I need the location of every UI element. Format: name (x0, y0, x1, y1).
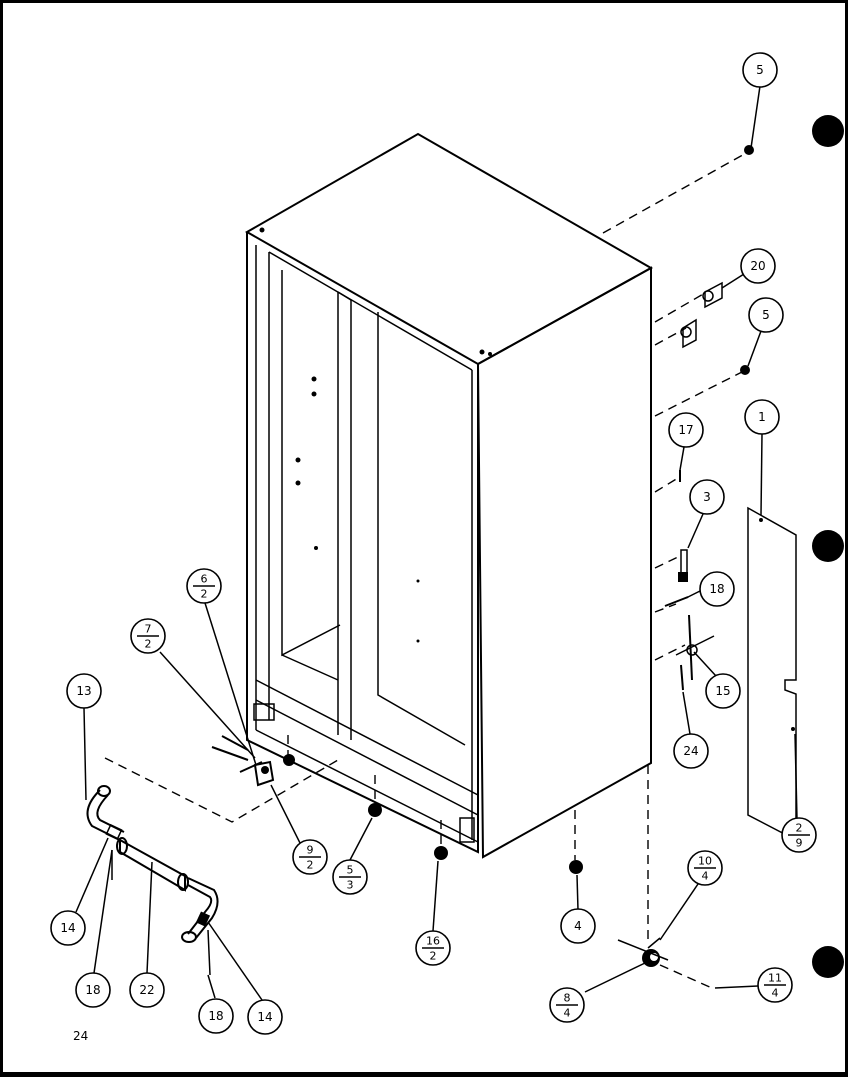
callout-c5b: 5 (748, 297, 784, 333)
callout-number: 2 (796, 822, 803, 835)
callout-quantity: 9 (796, 837, 803, 850)
callout-number: 13 (76, 684, 91, 698)
callout-number: 5 (756, 63, 764, 77)
leader-lines (75, 85, 798, 1001)
callout-number: 18 (208, 1009, 223, 1023)
callout-number: 7 (145, 623, 152, 636)
screw-part-5-upper (744, 145, 754, 155)
bracket-part-3 (678, 549, 688, 582)
callout-number: 4 (574, 919, 582, 933)
callout-number: 18 (709, 582, 724, 596)
callout-quantity: 4 (772, 987, 779, 1000)
callout-c18b: 18 (198, 998, 234, 1034)
callout-balloons: 5205171318152429104114844162539262721314… (50, 52, 817, 1035)
callout-number: 6 (201, 573, 208, 586)
callout-number: 16 (426, 935, 440, 948)
binder-hole-middle (812, 530, 844, 562)
callout-number: 9 (307, 844, 314, 857)
callout-c22: 22 (129, 972, 165, 1008)
callout-c17: 17 (668, 412, 704, 448)
callout-number: 8 (564, 992, 571, 1005)
page-number: 24 (73, 1029, 88, 1043)
callout-number: 10 (698, 855, 712, 868)
callout-number: 1 (758, 410, 766, 424)
callout-number: 5 (347, 864, 354, 877)
parts-sheet (3, 3, 845, 1072)
callout-c5_3: 53 (332, 859, 368, 895)
binder-hole-top (812, 115, 844, 147)
foot-part-5-3 (368, 803, 382, 817)
callout-c9_2: 92 (292, 839, 328, 875)
callout-c18r: 18 (699, 571, 735, 607)
callout-number: 14 (257, 1010, 272, 1024)
callout-number: 22 (139, 983, 154, 997)
callout-quantity: 2 (430, 950, 437, 963)
callout-c14a: 14 (50, 910, 86, 946)
callout-quantity: 2 (307, 859, 314, 872)
foot-part-16 (434, 846, 448, 860)
callout-number: 3 (703, 490, 711, 504)
callout-number: 17 (678, 423, 693, 437)
callout-number: 20 (750, 259, 765, 273)
callout-c6_2: 62 (186, 568, 222, 604)
callout-c11_4: 114 (757, 967, 793, 1003)
callout-number: 11 (768, 972, 782, 985)
callout-quantity: 2 (145, 638, 152, 651)
callout-number: 14 (60, 921, 75, 935)
callout-number: 18 (85, 983, 100, 997)
binder-hole-bottom (812, 946, 844, 978)
refrigerator-cabinet (244, 132, 654, 859)
callout-number: 24 (683, 744, 698, 758)
bottom-hinge-assembly (211, 735, 275, 787)
pin-part-15 (675, 614, 715, 681)
callout-c2_9: 29 (781, 817, 817, 853)
callout-c13: 13 (66, 673, 102, 709)
callout-c5a: 5 (742, 52, 778, 88)
hinge-bracket-part-20 (680, 281, 723, 349)
callout-c20: 20 (740, 248, 776, 284)
callout-c14b: 14 (247, 999, 283, 1035)
callout-quantity: 2 (201, 588, 208, 601)
callout-c18a: 18 (75, 972, 111, 1008)
callout-c16_2: 162 (415, 930, 451, 966)
foot-part-4 (569, 860, 583, 874)
callout-c10_4: 104 (687, 850, 723, 886)
callout-quantity: 3 (347, 879, 354, 892)
callout-c7_2: 72 (130, 618, 166, 654)
callout-number: 15 (715, 684, 730, 698)
callout-c8_4: 84 (549, 987, 585, 1023)
screw-part-5-lower (740, 365, 750, 375)
callout-c4: 4 (560, 908, 596, 944)
callout-quantity: 4 (702, 870, 709, 883)
callout-quantity: 4 (564, 1007, 571, 1020)
callout-c15: 15 (705, 673, 741, 709)
drain-tube-part-22 (86, 785, 219, 976)
callout-c3: 3 (689, 479, 725, 515)
callout-c24: 24 (673, 733, 709, 769)
callout-c1: 1 (744, 399, 780, 435)
back-panel-part-1 (747, 506, 797, 842)
leveling-assembly (617, 937, 713, 989)
callout-number: 5 (762, 308, 770, 322)
